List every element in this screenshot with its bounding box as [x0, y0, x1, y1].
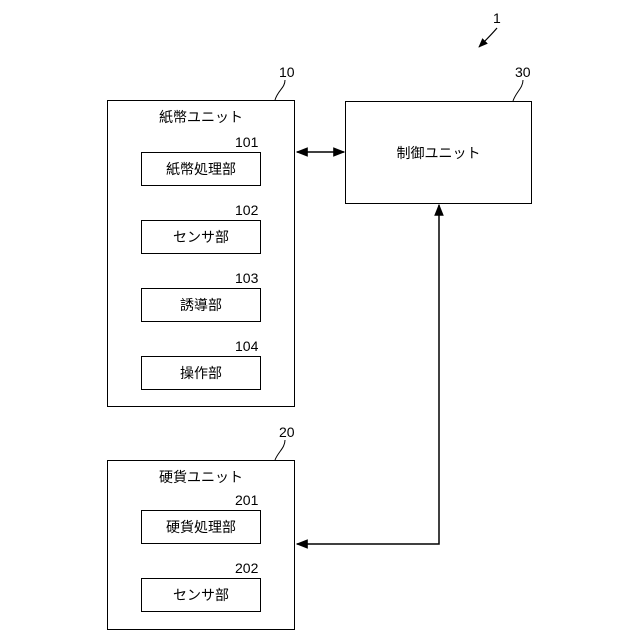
control-unit-ref: 30: [515, 64, 531, 80]
coin-unit-ref: 20: [279, 424, 295, 440]
paper-unit-title: 紙幣ユニット: [108, 107, 294, 127]
paper-unit-ref: 10: [279, 64, 295, 80]
paper-part-label-101: 紙幣処理部: [166, 159, 236, 179]
leader-30: [513, 80, 523, 101]
control-unit-box: 制御ユニット: [345, 101, 532, 204]
paper-part-ref-104: 104: [235, 338, 258, 354]
leader-10: [275, 80, 285, 100]
paper-part-box-102: センサ部: [141, 220, 261, 254]
paper-part-label-104: 操作部: [180, 363, 222, 383]
coin-part-ref-201: 201: [235, 492, 258, 508]
paper-part-ref-103: 103: [235, 270, 258, 286]
paper-part-box-101: 紙幣処理部: [141, 152, 261, 186]
figure-ref-label: 1: [493, 10, 501, 26]
paper-part-ref-102: 102: [235, 202, 258, 218]
coin-part-label-202: センサ部: [173, 585, 229, 605]
coin-part-ref-202: 202: [235, 560, 258, 576]
coin-part-label-201: 硬貨処理部: [166, 517, 236, 537]
leader-20: [275, 440, 285, 460]
coin-part-box-201: 硬貨処理部: [141, 510, 261, 544]
control-unit-title: 制御ユニット: [346, 102, 531, 203]
figure-ref-arrow: [479, 28, 497, 47]
coin-part-box-202: センサ部: [141, 578, 261, 612]
paper-part-label-103: 誘導部: [180, 295, 222, 315]
paper-part-box-103: 誘導部: [141, 288, 261, 322]
paper-part-box-104: 操作部: [141, 356, 261, 390]
arrow-coin-control: [297, 205, 439, 544]
paper-part-ref-101: 101: [235, 134, 258, 150]
paper-part-label-102: センサ部: [173, 227, 229, 247]
coin-unit-title: 硬貨ユニット: [108, 467, 294, 487]
